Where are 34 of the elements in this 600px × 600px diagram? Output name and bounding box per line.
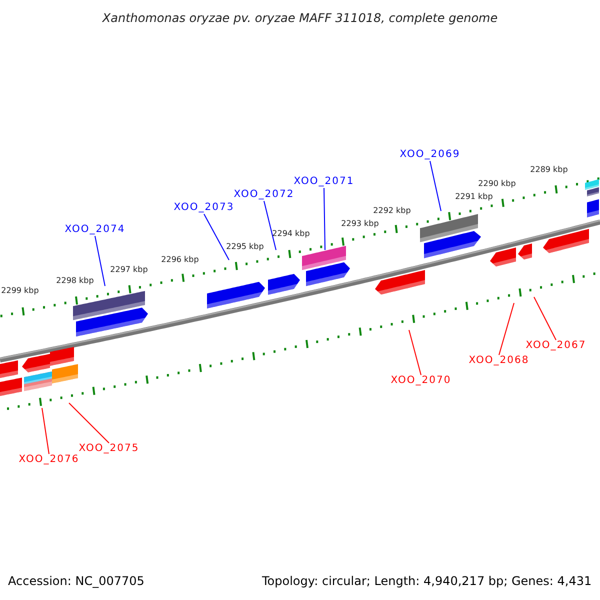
scale-label: 2290 kbp (478, 180, 516, 188)
scale-label: 2293 kbp (341, 220, 379, 228)
gene-label: XOO_2074 (64, 225, 126, 235)
leader-line (430, 160, 442, 212)
leader-line (204, 214, 230, 260)
leader-line (534, 296, 556, 340)
leader-line (264, 200, 276, 250)
scale-label: 2294 kbp (272, 230, 310, 238)
gene-label: XOO_2070 (390, 376, 452, 386)
gene-label: XOO_2068 (468, 356, 530, 366)
gene-label: XOO_2067 (526, 341, 586, 351)
leader-line (68, 402, 110, 444)
leader-line (324, 188, 326, 250)
footer-text: Topology: circular; Length: 4,940,217 bp; Genes: 4,431 (262, 575, 592, 587)
leader-line (408, 330, 422, 376)
gene-label: XOO_2073 (174, 203, 234, 213)
scale-label: 2297 kbp (110, 266, 148, 274)
leader-line (94, 236, 106, 286)
title: Xanthomonas oryzae pv. oryzae MAFF 311018, complete genome (102, 12, 498, 24)
scale-label: 2292 kbp (373, 207, 411, 215)
gene-label: XOO_2069 (400, 150, 460, 160)
leader-line (42, 408, 50, 454)
gene-label: XOO_2075 (78, 444, 140, 454)
scale-label: 2298 kbp (56, 277, 94, 285)
leader-line (498, 302, 514, 356)
footer-text: Accession: NC_007705 (8, 575, 144, 587)
scale-label: 2296 kbp (161, 256, 199, 264)
scale-label: 2291 kbp (455, 193, 493, 201)
gene-label: XOO_2076 (18, 455, 80, 465)
gene-label: XOO_2071 (294, 177, 354, 187)
gene-label: XOO_2072 (234, 190, 294, 200)
scale-label: 2299 kbp (1, 287, 39, 295)
scale-label: 2295 kbp (226, 243, 264, 251)
scale-label: 2289 kbp (530, 166, 568, 174)
